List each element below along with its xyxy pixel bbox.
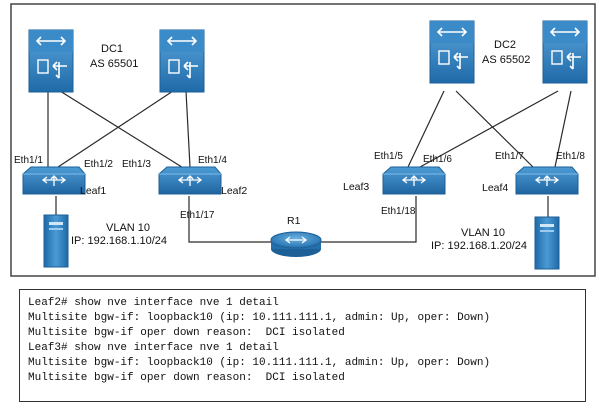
- link-s4-leaf3: [419, 90, 559, 168]
- dc2-name: DC2: [494, 39, 516, 51]
- dc1-name: DC1: [101, 43, 123, 55]
- leaf1-label: Leaf1: [80, 185, 106, 197]
- dc1-as: AS 65501: [90, 58, 138, 70]
- port-label: Eth1/5: [374, 151, 403, 162]
- host2-vlan: VLAN 10: [461, 227, 505, 239]
- cli-line: Multisite bgw-if oper down reason: DCI i…: [28, 327, 345, 339]
- cli-line: Multisite bgw-if oper down reason: DCI i…: [28, 372, 345, 384]
- dc2-as: AS 65502: [482, 54, 530, 66]
- leaf4-label: Leaf4: [482, 182, 508, 194]
- network-diagram: DC1 AS 65501 DC2 AS 65502 Leaf1 Leaf2 Le…: [10, 3, 596, 277]
- links: [47, 90, 572, 243]
- port-label: Eth1/4: [198, 155, 227, 166]
- server-icon: [43, 214, 69, 268]
- port-label: Eth1/17: [180, 210, 215, 221]
- link-s2-leaf2: [185, 90, 191, 168]
- host1-vlan: VLAN 10: [106, 222, 150, 234]
- cli-line: Leaf3# show nve interface nve 1 detail: [28, 342, 279, 354]
- link-s1-leaf2: [59, 90, 186, 170]
- cli-line: Multisite bgw-if: loopback10 (ip: 10.111…: [28, 357, 491, 369]
- link-s4-leaf4: [554, 90, 572, 168]
- leaf-switch-icon: [158, 166, 222, 195]
- port-label: Eth1/1: [14, 155, 43, 166]
- cli-line: Leaf2# show nve interface nve 1 detail: [28, 297, 279, 309]
- link-s2-leaf1: [54, 90, 174, 170]
- host1-ip: IP: 192.168.1.10/24: [71, 235, 167, 247]
- link-s3-leaf4: [455, 90, 534, 168]
- leaf2-label: Leaf2: [221, 185, 247, 197]
- leaf-switch-icon: [515, 166, 579, 195]
- port-label: Eth1/6: [423, 154, 452, 165]
- router-label: R1: [287, 215, 301, 227]
- port-label: Eth1/18: [381, 206, 416, 217]
- port-label: Eth1/2: [84, 159, 113, 170]
- leaf3-label: Leaf3: [343, 181, 369, 193]
- leaf-switch-icon: [382, 166, 446, 195]
- port-label: Eth1/8: [556, 151, 585, 162]
- link-leaf2-r1: [188, 196, 272, 243]
- spine-switch-icon: [542, 20, 588, 84]
- router-icon: [270, 231, 322, 257]
- leaf-switch-icon: [22, 166, 86, 195]
- diagram-frame: [10, 3, 596, 277]
- spine-switch-icon: [28, 29, 74, 93]
- spine-switch-icon: [429, 20, 475, 84]
- host2-ip: IP: 192.168.1.20/24: [431, 240, 527, 252]
- link-s3-leaf3: [407, 90, 445, 168]
- cli-output-box: Leaf2# show nve interface nve 1 detail M…: [19, 289, 586, 402]
- spine-switch-icon: [159, 29, 205, 93]
- port-label: Eth1/3: [122, 159, 151, 170]
- cli-line: Multisite bgw-if: loopback10 (ip: 10.111…: [28, 312, 491, 324]
- server-icon: [534, 216, 560, 270]
- port-label: Eth1/7: [495, 151, 524, 162]
- link-r1-leaf3: [320, 196, 417, 243]
